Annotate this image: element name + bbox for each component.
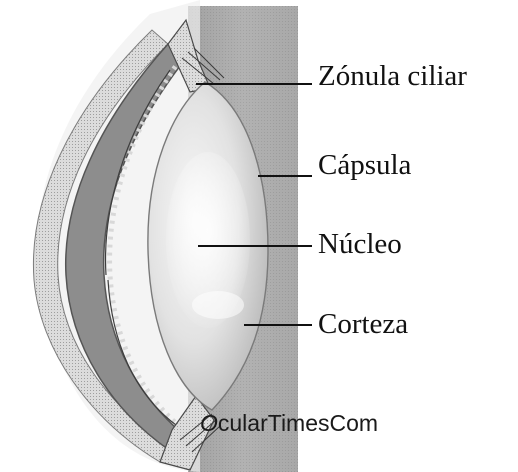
watermark-rest: cularTimesCom <box>218 410 378 436</box>
label-capsula: Cápsula <box>318 151 411 180</box>
watermark-prefix: O <box>200 410 218 436</box>
label-zonula-ciliar: Zónula ciliar <box>318 62 467 91</box>
watermark: OcularTimesCom <box>200 410 378 437</box>
label-corteza: Corteza <box>318 310 408 339</box>
label-nucleo: Núcleo <box>318 230 402 259</box>
